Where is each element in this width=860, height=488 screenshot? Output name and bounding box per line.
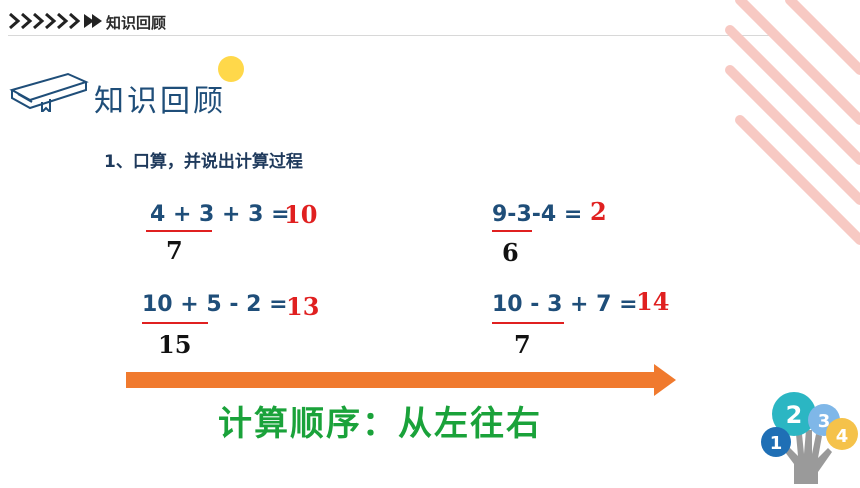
badge-2: 2 (786, 401, 803, 429)
problem-2-answer: 2 (590, 197, 607, 226)
problem-2-intermediate: 6 (502, 238, 519, 267)
conclusion-text: 计算顺序：从左往右 (218, 404, 542, 444)
problem-4-expression: 10 - 3 + 7 = (492, 292, 638, 317)
problem-1-underline (146, 230, 212, 232)
problem-2-expression: 9-3-4 = (492, 202, 583, 227)
yellow-dot (218, 56, 244, 82)
header-divider (8, 35, 778, 36)
problem-4-answer: 14 (636, 287, 670, 316)
header-title: 知识回顾 (106, 14, 167, 32)
badge-3: 3 (818, 411, 831, 432)
problem-3-intermediate: 15 (158, 330, 192, 359)
problem-1-intermediate: 7 (166, 236, 183, 265)
number-hand-icon: 2 3 4 1 (756, 386, 860, 488)
problem-1-expression: 4 + 3 + 3 = (150, 202, 290, 227)
problem-3-expression: 10 + 5 - 2 = (142, 292, 288, 317)
header-chevrons (8, 12, 104, 34)
badge-4: 4 (836, 426, 849, 447)
problem-2-underline (492, 230, 532, 232)
problem-1-answer: 10 (284, 200, 318, 229)
problem-4-underline (492, 322, 564, 324)
problem-4-intermediate: 7 (514, 330, 531, 359)
problem-3-answer: 13 (286, 292, 320, 321)
order-arrow (126, 362, 678, 402)
section-title: 知识回顾 (94, 84, 226, 119)
badge-1: 1 (770, 433, 783, 454)
book-icon (8, 66, 90, 116)
question-text: 1、口算，并说出计算过程 (104, 152, 303, 172)
corner-stripes (680, 0, 860, 264)
problem-3-underline (142, 322, 208, 324)
